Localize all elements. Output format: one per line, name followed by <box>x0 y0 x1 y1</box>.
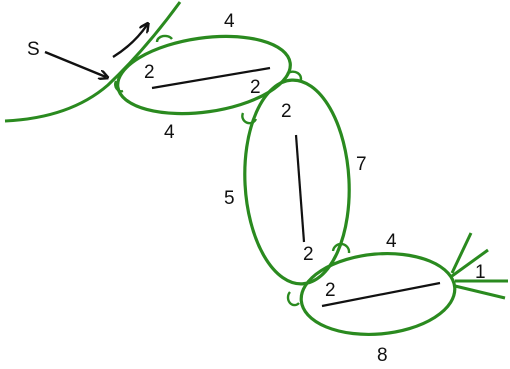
end-thread-4 <box>454 284 506 300</box>
picots <box>114 34 351 307</box>
ring-1-left-count: 2 <box>144 62 155 83</box>
picot-3 <box>286 70 303 83</box>
end-thread-1 <box>450 232 473 274</box>
ring-2-bottom-count: 2 <box>303 244 314 265</box>
ring-2-outline <box>243 78 351 286</box>
ring-3 <box>299 251 457 337</box>
ring-3-stitch-line <box>321 281 441 308</box>
ring-3-top-count: 4 <box>386 231 397 252</box>
ring-1-top-count: 4 <box>224 11 235 32</box>
start-pointer-arrow <box>44 50 106 77</box>
ring-3-right-count: 1 <box>475 262 486 283</box>
end-thread-2 <box>451 248 489 278</box>
picot-4 <box>241 112 258 125</box>
picot-2 <box>114 80 124 93</box>
ring-1-outline <box>116 34 292 116</box>
direction-arrow <box>112 25 147 59</box>
ring-3-bottom-count: 8 <box>377 345 388 366</box>
picot-5 <box>331 242 351 254</box>
ring-1-bottom-count: 4 <box>164 122 175 143</box>
ring-2 <box>243 78 351 286</box>
ring-1-stitch-line <box>151 66 271 90</box>
picot-6 <box>286 291 300 307</box>
ring-1 <box>116 34 292 116</box>
ring-2-left-count: 5 <box>224 188 235 209</box>
ring-2-top-count: 2 <box>281 101 292 122</box>
arrows <box>44 25 147 77</box>
ring-2-stitch-line <box>294 134 306 243</box>
ring-1-right-count: 2 <box>250 77 261 98</box>
ring-3-left-count: 2 <box>325 280 336 301</box>
end-threads <box>450 232 508 300</box>
ring-2-right-count: 7 <box>356 154 367 175</box>
start-label: S <box>27 39 40 60</box>
start-thread <box>4 1 182 123</box>
labels: S 4 2 2 4 2 5 7 2 4 2 1 8 <box>27 11 486 366</box>
picot-1 <box>155 34 173 43</box>
